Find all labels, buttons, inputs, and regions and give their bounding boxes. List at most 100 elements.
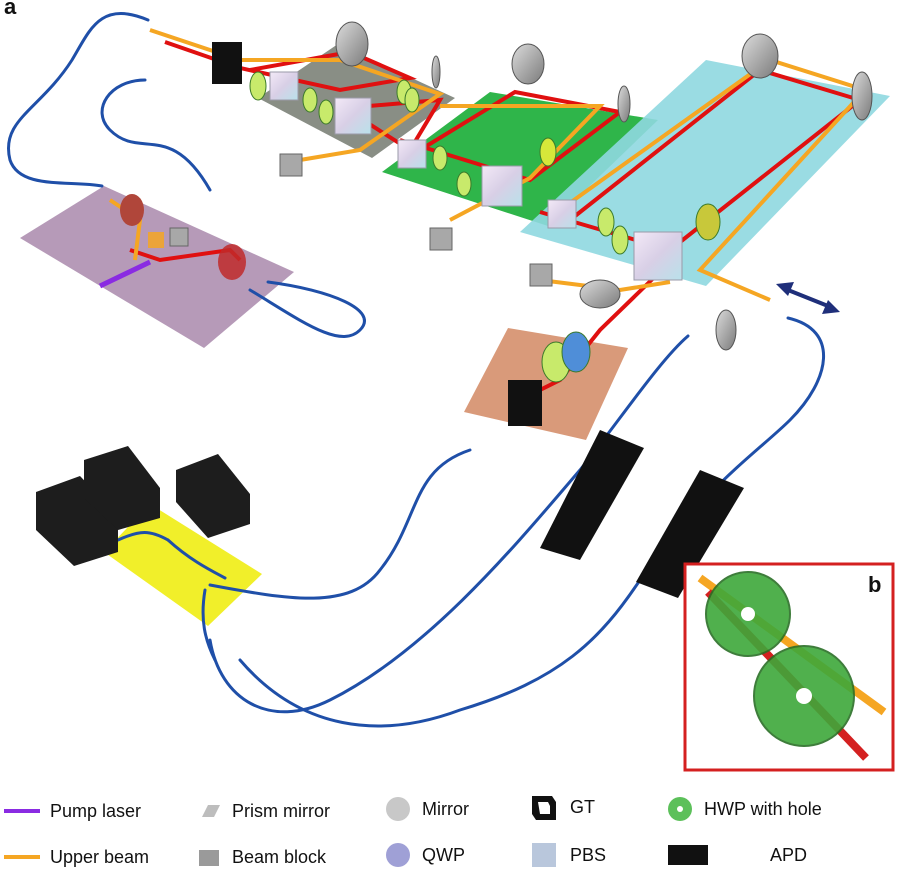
hwp-6 (432, 145, 448, 171)
fiber-coupler-out (201, 588, 217, 662)
mirror-8 (431, 55, 441, 89)
fiber-upper-left (100, 78, 212, 192)
qwp-icon (386, 843, 410, 867)
beam-block-1 (279, 153, 303, 177)
legend-label: QWP (422, 844, 465, 865)
legend: Pump laser Upper beam Prism mirror Beam … (0, 788, 900, 868)
mirror-4 (851, 71, 873, 121)
legend-label: Mirror (422, 798, 469, 819)
legend-item-hwp-hole: HWP with hole (666, 796, 822, 822)
legend-item-mirror: Mirror (384, 796, 469, 822)
gt-icon (532, 796, 556, 820)
hwp-11 (695, 203, 721, 241)
gt-top (212, 42, 242, 84)
mirror-3 (741, 33, 779, 79)
fiber-coupler-in-2 (166, 538, 227, 580)
pbs-cube-3 (397, 139, 427, 169)
panel-label-a: a (4, 0, 17, 19)
mirror-6 (579, 279, 621, 309)
beam-block-3 (529, 263, 553, 287)
panel-label-b: b (868, 572, 882, 597)
source-mirror-1 (120, 194, 144, 226)
hwp-3 (318, 99, 334, 125)
hwp-2 (302, 87, 318, 113)
source-mirror-2 (218, 244, 246, 280)
purple-line-icon (4, 809, 40, 813)
hwp-9 (597, 207, 615, 237)
legend-label: HWP with hole (704, 798, 822, 819)
optical-fibers (7, 12, 826, 728)
pbs-cube-2 (334, 97, 372, 135)
hwp-8 (539, 137, 557, 167)
fiber-apd1 (208, 334, 690, 714)
beam-block-4 (169, 227, 189, 247)
translation-arrow (776, 282, 840, 314)
beam-block-icon (199, 850, 219, 866)
fiber-right-loop (248, 280, 366, 338)
apd-detectors (36, 446, 250, 566)
copper-plate (464, 328, 628, 440)
waveplates (249, 71, 721, 383)
pbs-cube-4 (481, 165, 523, 207)
pbs-cube-6 (633, 231, 683, 281)
inset-b (683, 562, 895, 772)
legend-label: GT (570, 796, 595, 817)
legend-label: Beam block (232, 846, 327, 867)
pbs-cubes (269, 71, 683, 281)
mirrors (335, 21, 873, 351)
legend-item-beam-block: Beam block (196, 844, 326, 870)
delay-stage-2 (636, 470, 744, 598)
source-components (120, 194, 246, 280)
fiber-loop-top (7, 12, 150, 188)
legend-item-pbs: PBS (528, 842, 606, 868)
legend-label: Pump laser (50, 800, 142, 821)
prism-mirror-icon (202, 805, 220, 817)
inset-hole-2 (796, 688, 812, 704)
green-plate (382, 92, 658, 226)
apd-3 (176, 454, 250, 538)
pbs-cube-5 (547, 199, 577, 229)
mirror-7 (715, 309, 737, 351)
qwp-center-2 (561, 331, 591, 373)
legend-item-apd: APD (666, 842, 807, 868)
apd-icon (668, 845, 708, 865)
legend-label: Upper beam (50, 846, 150, 867)
delay-stages (540, 430, 744, 598)
mirror-5 (617, 85, 631, 123)
pbs-icon (532, 843, 556, 867)
hwp-10 (611, 225, 629, 255)
hwp-5 (404, 87, 420, 113)
mirror-1 (335, 21, 369, 67)
mirror-2 (511, 43, 545, 85)
mirror-icon (386, 797, 410, 821)
legend-label: Prism mirror (232, 800, 330, 821)
hwp-1 (249, 71, 267, 101)
fiber-center (208, 448, 472, 600)
beam-blocks (169, 153, 553, 287)
legend-item-upper-beam: Upper beam (4, 844, 149, 870)
beam-block-2 (429, 227, 453, 251)
hwp-7 (456, 171, 472, 197)
gt-center (508, 380, 542, 426)
legend-item-prism-mirror: Prism mirror (196, 798, 330, 824)
inset-hole-1 (741, 607, 755, 621)
legend-item-pump-laser: Pump laser (4, 798, 141, 824)
source-crystal (148, 232, 164, 248)
pump-laser-beam (98, 259, 152, 289)
legend-item-qwp: QWP (384, 842, 465, 868)
fiber-coupler-in-1 (116, 531, 170, 542)
purple-plate (20, 186, 294, 348)
fiber-apd2 (238, 316, 826, 728)
apd-2 (84, 446, 160, 530)
orange-beam-lower (539, 278, 671, 293)
legend-label: APD (770, 844, 808, 865)
orange-line-icon (4, 855, 40, 859)
fiber-coupler-plate (104, 504, 262, 626)
delay-stage-1 (540, 430, 644, 560)
pbs-cube-1 (269, 71, 299, 101)
legend-item-gt: GT (528, 794, 595, 820)
gt-components (212, 42, 542, 426)
legend-label: PBS (570, 844, 607, 865)
hwp-hole-icon (668, 797, 692, 821)
